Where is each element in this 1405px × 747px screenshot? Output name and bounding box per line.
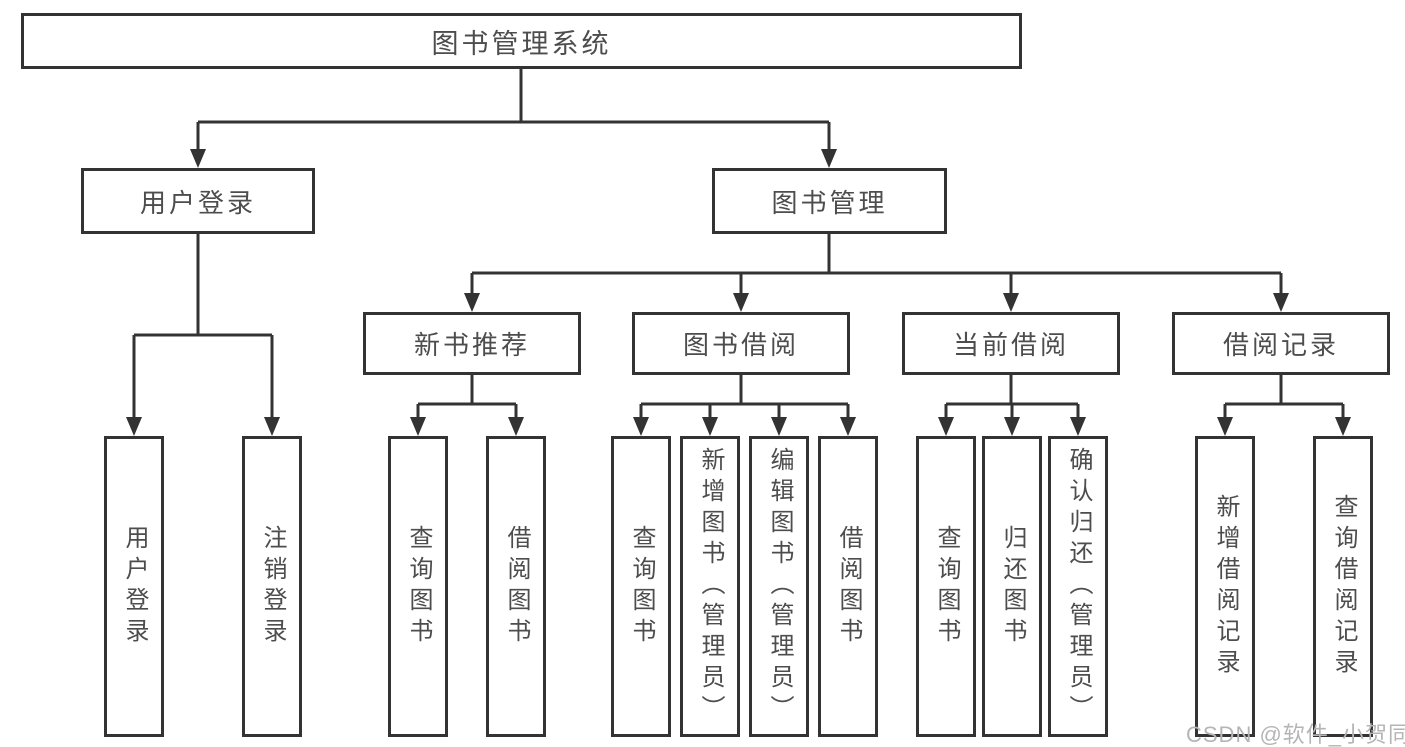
leaf-borrowing-query-books: 查询图书 — [611, 436, 671, 737]
node-current-borrowing: 当前借阅 — [902, 312, 1120, 375]
leaf-current-confirm-return-admin: 确认归还（管理员） — [1048, 436, 1108, 737]
node-user-login-module: 用户登录 — [81, 168, 315, 234]
leaf-recommend-query-books: 查询图书 — [388, 436, 448, 737]
leaf-user-login: 用户登录 — [104, 436, 164, 737]
leaf-records-query-record: 查询借阅记录 — [1313, 436, 1373, 737]
csdn-watermark: CSDN @软件_小贺同学 — [1186, 722, 1405, 747]
node-book-management-module: 图书管理 — [712, 168, 947, 234]
leaf-records-add-record: 新增借阅记录 — [1195, 436, 1255, 737]
node-new-book-recommend: 新书推荐 — [363, 312, 581, 375]
leaf-borrowing-edit-books-admin: 编辑图书（管理员） — [749, 436, 809, 737]
leaf-current-return-books: 归还图书 — [982, 436, 1042, 737]
node-library-management-system: 图书管理系统 — [21, 13, 1022, 69]
node-borrowing-records: 借阅记录 — [1172, 312, 1390, 375]
leaf-borrowing-borrow-books: 借阅图书 — [818, 436, 878, 737]
leaf-recommend-borrow-books: 借阅图书 — [486, 436, 546, 737]
leaf-current-query-books: 查询图书 — [916, 436, 976, 737]
leaf-logout: 注销登录 — [242, 436, 302, 737]
node-book-borrowing: 图书借阅 — [632, 312, 850, 375]
leaf-borrowing-add-books-admin: 新增图书（管理员） — [680, 436, 740, 737]
